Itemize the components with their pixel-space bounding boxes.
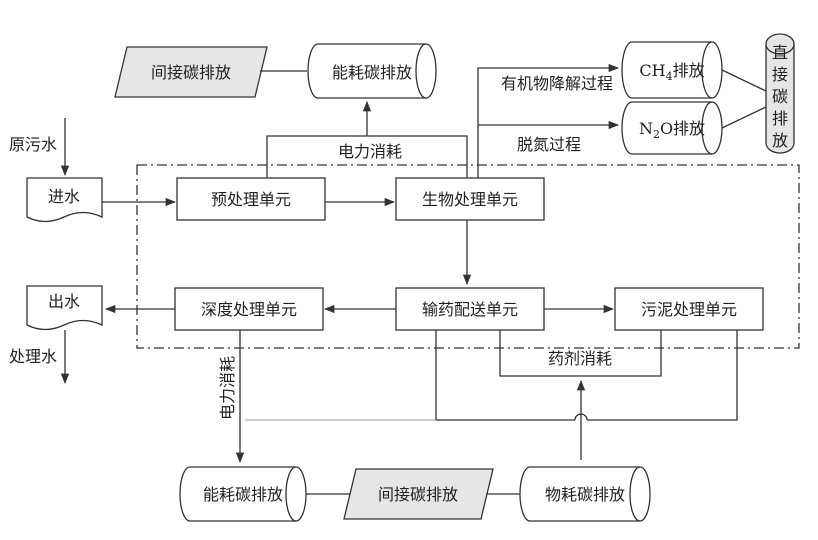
chemical-consumption-label: 药剂消耗 [548, 349, 612, 368]
inlet-node: 进水 [26, 177, 103, 223]
biological-treatment-unit: 生物处理单元 [395, 177, 545, 221]
svg-text:直: 直 [772, 43, 788, 62]
energy-emission-bottom: 能耗碳排放 [179, 466, 307, 522]
pretreatment-unit: 预处理单元 [176, 177, 326, 221]
direct-emission: 直 接 碳 排 放 [765, 33, 795, 154]
svg-text:接: 接 [772, 65, 788, 84]
sludge-treatment-unit: 污泥处理单元 [614, 287, 764, 331]
indirect-emission-top: 间接碳排放 [114, 46, 268, 98]
n2o-emission: N2O排放 [621, 101, 723, 155]
dosing-unit: 输药配送单元 [395, 287, 545, 331]
advanced-treatment-unit: 深度处理单元 [174, 287, 324, 331]
outlet-node: 出水 [26, 285, 103, 331]
svg-text:排: 排 [772, 109, 788, 128]
material-emission-bottom: 物耗碳排放 [519, 466, 651, 522]
svg-text:生物处理单元: 生物处理单元 [422, 190, 518, 209]
svg-text:N2O排放: N2O排放 [639, 119, 705, 141]
ch4-emission: CH4排放 [621, 41, 723, 99]
denitrification-label: 脱氮过程 [517, 135, 581, 154]
organic-degradation-label: 有机物降解过程 [501, 74, 613, 93]
svg-text:碳: 碳 [772, 87, 788, 106]
power-consumption-bottom-label: 电力消耗 [218, 356, 237, 420]
svg-text:输药配送单元: 输药配送单元 [422, 300, 518, 319]
indirect-emission-bottom: 间接碳排放 [343, 468, 494, 520]
svg-text:放: 放 [772, 131, 788, 150]
svg-text:污泥处理单元: 污泥处理单元 [641, 300, 737, 319]
energy-emission-top: 能耗碳排放 [307, 43, 437, 99]
svg-text:预处理单元: 预处理单元 [211, 190, 291, 209]
power-consumption-top-label: 电力消耗 [338, 142, 402, 161]
system-boundary [136, 164, 800, 349]
svg-text:进水: 进水 [48, 187, 80, 206]
svg-text:深度处理单元: 深度处理单元 [201, 300, 297, 319]
svg-text:出水: 出水 [48, 292, 80, 311]
svg-text:能耗碳排放: 能耗碳排放 [203, 485, 283, 504]
svg-text:间接碳排放: 间接碳排放 [151, 63, 231, 82]
raw-water-label: 原污水 [9, 135, 57, 154]
svg-text:CH4排放: CH4排放 [639, 61, 704, 83]
svg-text:能耗碳排放: 能耗碳排放 [332, 63, 412, 82]
treated-water-label: 处理水 [9, 347, 57, 366]
svg-text:物耗碳排放: 物耗碳排放 [545, 485, 625, 504]
svg-text:间接碳排放: 间接碳排放 [378, 485, 458, 504]
